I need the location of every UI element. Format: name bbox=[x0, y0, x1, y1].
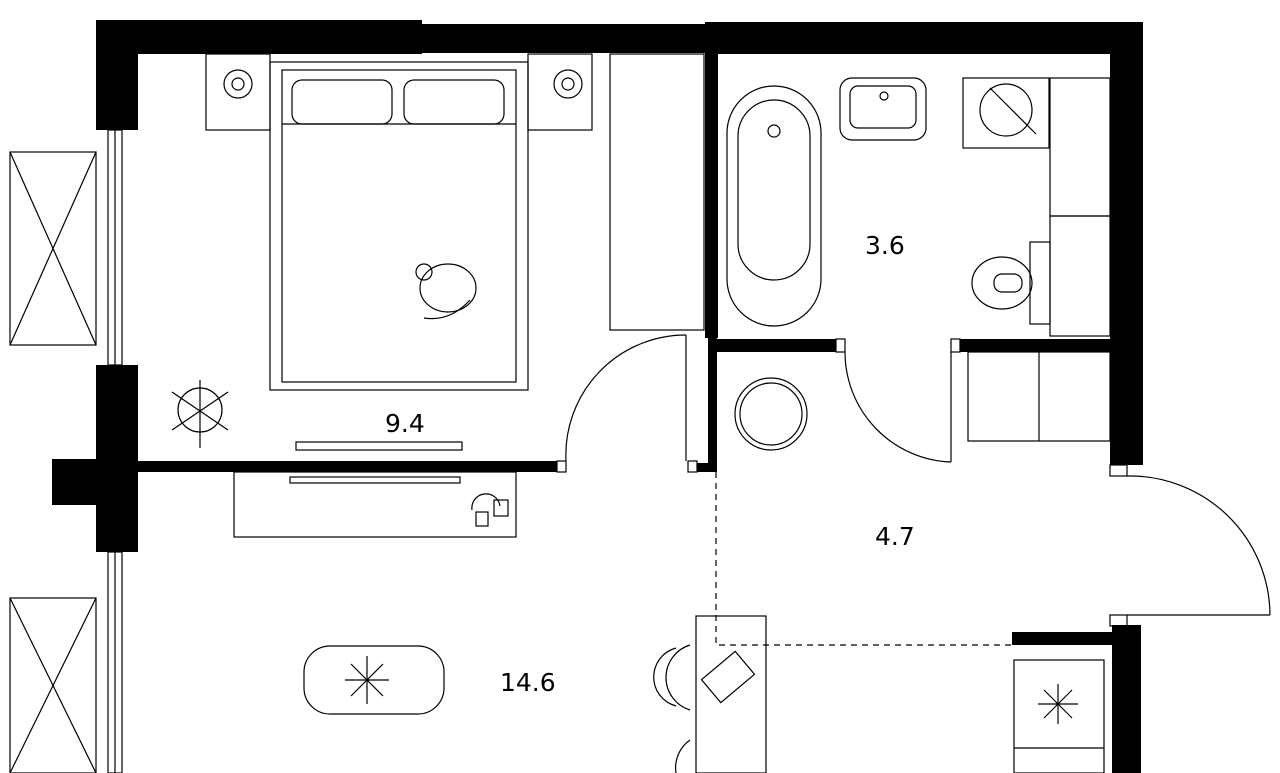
doors bbox=[556, 334, 1271, 646]
bar-counter bbox=[695, 615, 767, 773]
round-table bbox=[734, 377, 808, 451]
headphones-icon bbox=[471, 493, 509, 527]
chairs bbox=[653, 644, 691, 773]
windows bbox=[9, 129, 123, 773]
washing-machine bbox=[962, 77, 1050, 149]
walls bbox=[52, 20, 1143, 773]
coffee-table bbox=[303, 645, 445, 715]
fridge bbox=[1013, 659, 1105, 773]
bed bbox=[269, 61, 529, 391]
room-area-hallway: 4.7 bbox=[875, 522, 915, 551]
nightstands bbox=[205, 53, 593, 131]
bathtub bbox=[726, 85, 822, 327]
room-area-bedroom: 9.4 bbox=[385, 409, 425, 438]
hall-cabinet bbox=[967, 351, 1111, 442]
sink bbox=[839, 77, 927, 141]
room-area-bathroom: 3.6 bbox=[865, 231, 905, 260]
room-area-living-kitchen: 14.6 bbox=[500, 668, 556, 697]
toilet bbox=[971, 241, 1051, 325]
cat-icon bbox=[415, 263, 477, 320]
tv-stand bbox=[233, 441, 517, 538]
plant-icon bbox=[171, 380, 229, 448]
bath-shelf bbox=[1049, 77, 1111, 337]
wardrobe bbox=[609, 53, 705, 331]
